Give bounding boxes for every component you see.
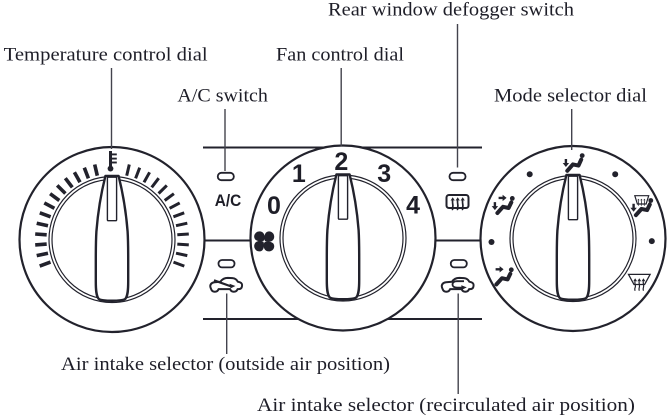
svg-text:A/C: A/C [215,192,242,210]
svg-text:4: 4 [406,191,420,219]
svg-text:1: 1 [292,160,306,188]
svg-text:0: 0 [267,192,281,220]
svg-text:Air intake selector (recircula: Air intake selector (recirculated air po… [257,395,635,416]
svg-text:Air intake selector (outside a: Air intake selector (outside air positio… [61,354,390,375]
svg-text:A/C switch: A/C switch [177,86,268,107]
svg-text:Temperature control dial: Temperature control dial [4,44,208,65]
svg-text:Rear window defogger switch: Rear window defogger switch [328,0,575,21]
svg-text:Mode selector dial: Mode selector dial [494,86,647,107]
svg-text:2: 2 [334,148,348,176]
svg-text:Fan control dial: Fan control dial [276,44,404,65]
svg-text:3: 3 [377,160,391,188]
